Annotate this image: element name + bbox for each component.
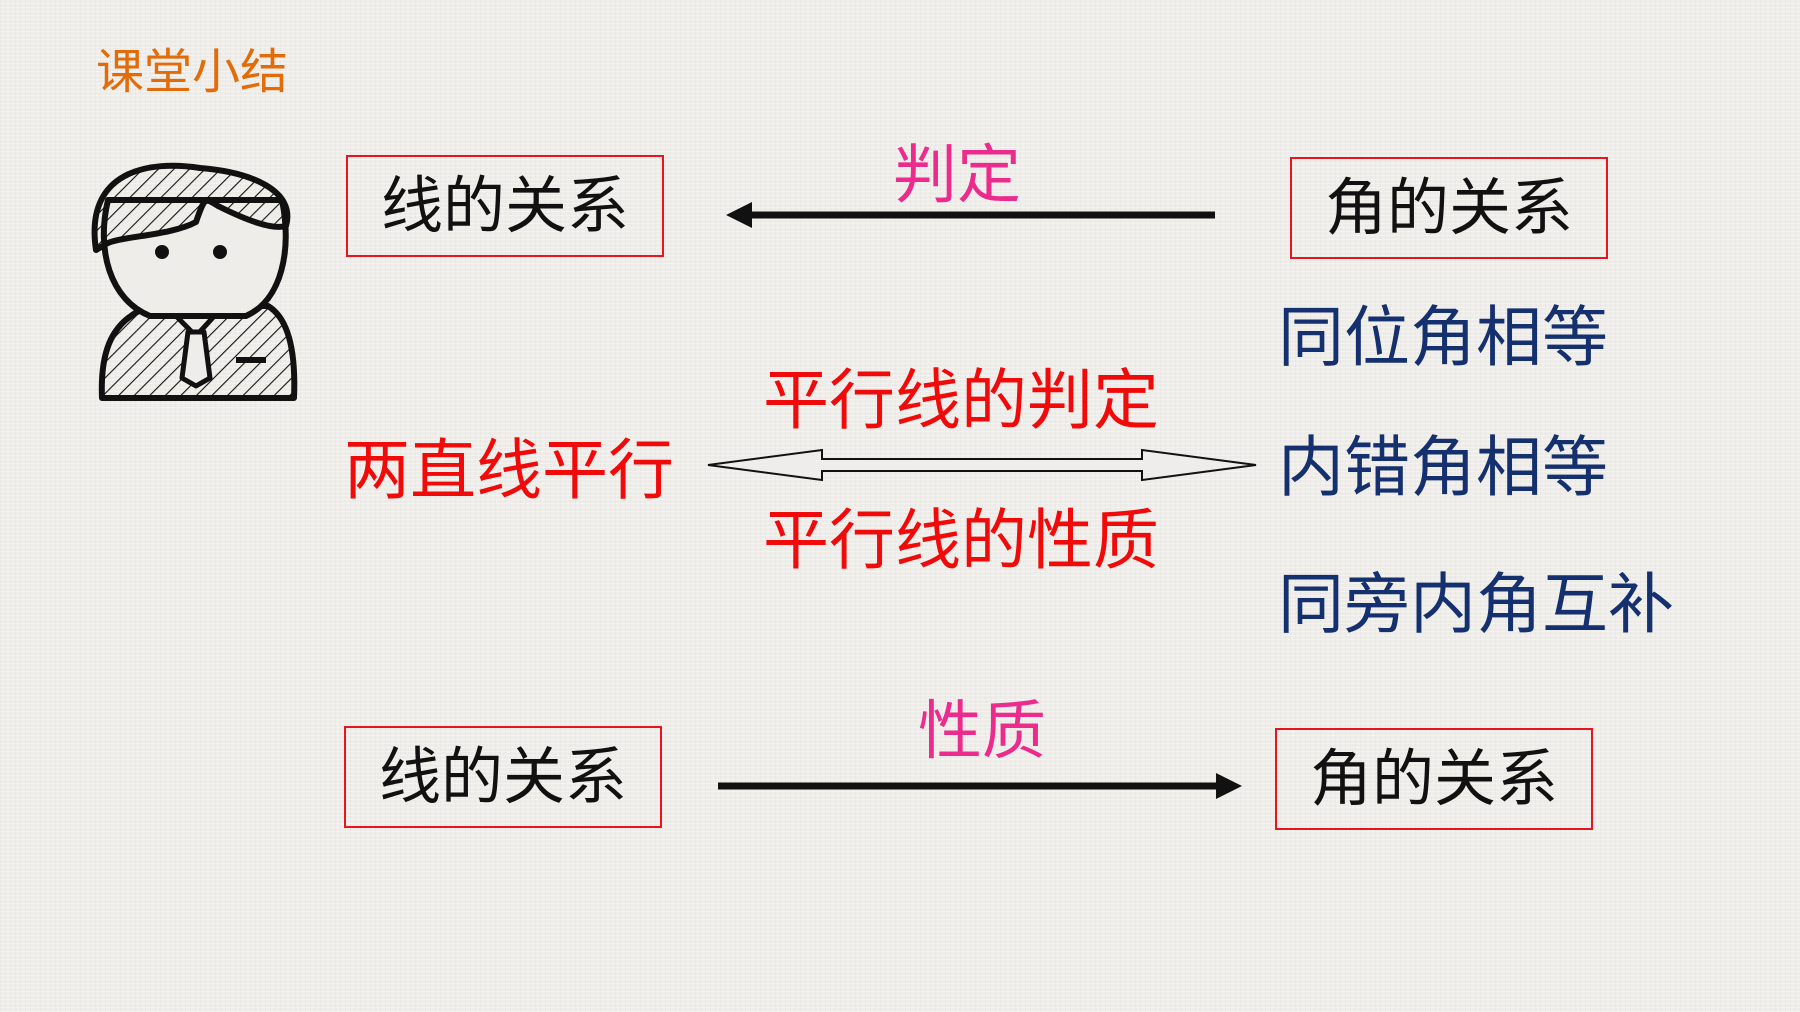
top-right-angle-relation-box: 角的关系 xyxy=(1290,157,1608,259)
bottom-left-line-relation-box: 线的关系 xyxy=(344,726,662,828)
parallel-determination-label: 平行线的判定 xyxy=(763,362,1159,439)
bottom-right-angle-relation-box: 角的关系 xyxy=(1275,728,1593,830)
bottom-right-arrow xyxy=(718,773,1242,799)
top-left-line-relation-box: 线的关系 xyxy=(346,155,664,257)
condition-consecutive-angles: 同旁内角互补 xyxy=(1278,566,1674,643)
page-title: 课堂小结 xyxy=(96,44,289,100)
condition-alternate-angles: 内错角相等 xyxy=(1278,429,1608,506)
parallel-property-label: 平行线的性质 xyxy=(763,502,1159,579)
top-arrow-label: 判定 xyxy=(893,139,1021,213)
double-headed-arrow xyxy=(707,448,1257,482)
parallel-lines-text: 两直线平行 xyxy=(344,432,674,509)
condition-corresponding-angles: 同位角相等 xyxy=(1278,299,1608,376)
bottom-arrow-label: 性质 xyxy=(918,695,1046,769)
